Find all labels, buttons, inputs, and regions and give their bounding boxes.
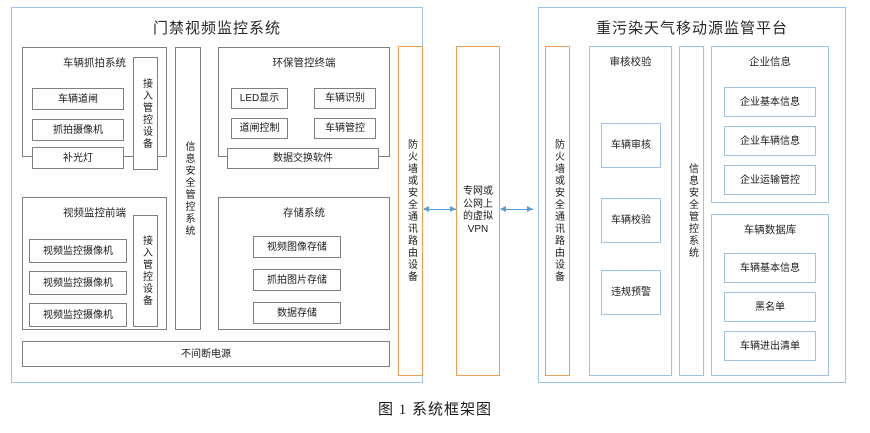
- leaf-video-camera-1: 视频监控摄像机: [29, 239, 127, 263]
- leaf-vehicle-gate: 车辆道闸: [32, 88, 124, 110]
- audit-verify-title: 审核校验: [609, 56, 652, 68]
- leaf-capture-camera: 抓拍摄像机: [32, 119, 124, 141]
- right-info-security-column: 信息安全管控系统: [679, 46, 704, 376]
- vehicle-capture-system-title: 车辆抓拍系统: [63, 57, 126, 69]
- video-frontend-title: 视频监控前端: [63, 207, 126, 219]
- leaf-gate-control: 道闸控制: [231, 118, 288, 139]
- arrow-right-head-left: [500, 205, 506, 212]
- figure-caption: 图 1 系统框架图: [377, 402, 492, 418]
- left-info-security-column: 信息安全管控系统: [175, 47, 201, 330]
- vpn-box: 专网或 公网上 的虚拟 VPN: [456, 46, 500, 376]
- right-panel-title: 重污染天气移动源监管平台: [595, 20, 788, 37]
- storage-system-box: 存储系统: [218, 197, 390, 330]
- arrow-left-head-right: [450, 205, 456, 212]
- vpn-label: 专网或 公网上 的虚拟 VPN: [463, 186, 493, 236]
- leaf-led-display: LED显示: [231, 88, 288, 109]
- leaf-vehicle-verify: 车辆校验: [601, 198, 661, 243]
- storage-system-title: 存储系统: [283, 207, 325, 219]
- vehicle-database-title: 车辆数据库: [743, 224, 797, 236]
- right-firewall-column: 防火墙或安全通讯路由设备: [545, 46, 570, 376]
- leaf-vehicle-basic-info: 车辆基本信息: [724, 253, 816, 283]
- leaf-blacklist: 黑名单: [724, 292, 816, 322]
- vpn-line-4: VPN: [467, 223, 489, 235]
- vpn-line-2: 公网上: [463, 198, 493, 210]
- leaf-video-image-storage: 视频图像存储: [253, 236, 341, 258]
- access-control-device-top: 接入管控设备: [133, 57, 158, 170]
- leaf-vehicle-audit: 车辆审核: [601, 123, 661, 168]
- leaf-violation-alert: 违规预警: [601, 270, 661, 315]
- leaf-video-camera-2: 视频监控摄像机: [29, 271, 127, 295]
- leaf-vehicle-entry-exit-list: 车辆进出清单: [724, 331, 816, 361]
- leaf-data-storage: 数据存储: [253, 302, 341, 324]
- leaf-vehicle-recognition: 车辆识别: [314, 88, 376, 109]
- leaf-video-camera-3: 视频监控摄像机: [29, 303, 127, 327]
- left-panel-title: 门禁视频监控系统: [152, 20, 281, 37]
- left-firewall-column: 防火墙或安全通讯路由设备: [398, 46, 423, 376]
- arrow-right-line: [501, 209, 533, 210]
- access-control-device-bottom: 接入管控设备: [133, 215, 158, 327]
- arrow-left-head-left: [423, 205, 429, 212]
- arrow-left-line: [424, 209, 456, 210]
- leaf-fill-light: 补光灯: [32, 147, 124, 169]
- leaf-data-exchange-software: 数据交换软件: [227, 148, 379, 169]
- vpn-line-3: 的虚拟: [463, 211, 493, 222]
- enterprise-info-title: 企业信息: [749, 56, 791, 68]
- env-control-terminal-title: 环保管控终端: [272, 57, 336, 69]
- arrow-right-head-right: [527, 205, 533, 212]
- leaf-enterprise-basic-info: 企业基本信息: [724, 87, 816, 117]
- leaf-enterprise-transport-control: 企业运输管控: [724, 165, 816, 195]
- leaf-vehicle-management: 车辆管控: [314, 118, 376, 139]
- vpn-line-1: 专网或: [463, 186, 493, 197]
- ups-bar: 不间断电源: [22, 341, 390, 367]
- leaf-capture-image-storage: 抓拍图片存储: [253, 269, 341, 291]
- leaf-enterprise-vehicle-info: 企业车辆信息: [724, 126, 816, 156]
